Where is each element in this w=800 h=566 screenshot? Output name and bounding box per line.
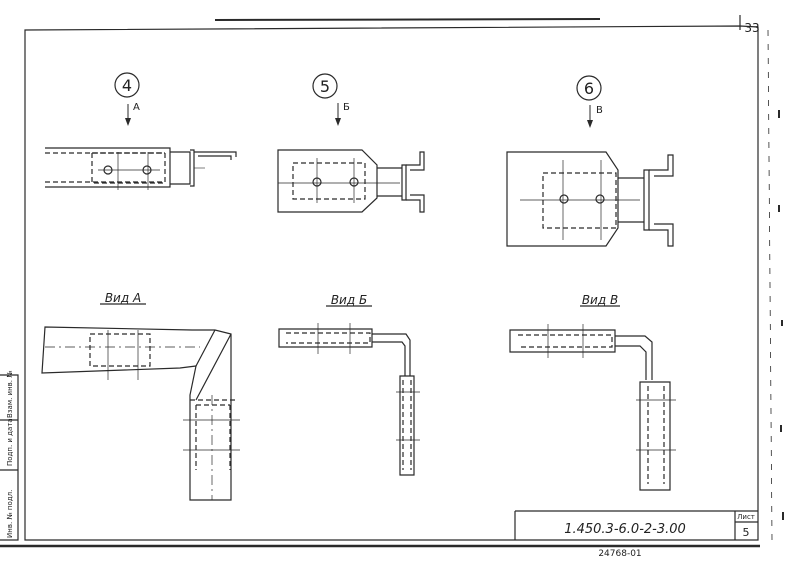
margin-stamp-cell-2: Подп. и дата <box>6 418 14 466</box>
drawing-designation: 1.450.3-6.0-2-3.00 <box>564 522 686 537</box>
margin-stamp-cell-3: Взам. инв. № <box>6 370 14 418</box>
detail-6-drawing <box>506 151 674 247</box>
detail-6-circle <box>576 75 602 101</box>
view-a-title: Вид А <box>105 291 141 305</box>
detail-4-drawing <box>45 147 237 190</box>
arrow-label-a: А <box>133 102 140 113</box>
detail-5-circle <box>312 73 338 99</box>
sheet-number: 5 <box>743 526 750 539</box>
view-a-drawing <box>41 326 240 501</box>
detail-4-number: 4 <box>122 76 132 95</box>
detail-5-drawing <box>277 149 425 213</box>
detail-5-number: 5 <box>320 77 330 96</box>
detail-4-circle <box>114 72 140 98</box>
view-v-drawing <box>509 324 676 491</box>
margin-stamp <box>0 374 19 541</box>
arrow-label-b: Б <box>343 102 350 113</box>
sheet-frame <box>24 25 759 541</box>
margin-stamp-cell-1: Инв. № подл. <box>6 490 14 538</box>
sheet-label: Лист <box>737 513 755 521</box>
view-b-drawing <box>278 323 420 476</box>
detail-6-number: 6 <box>584 79 594 98</box>
arrow-label-v: В <box>596 105 603 116</box>
title-block-frame <box>514 510 758 540</box>
view-v-title: Вид В <box>582 293 618 307</box>
view-arrows <box>127 103 591 124</box>
view-b-title: Вид Б <box>331 293 367 307</box>
stamp-below: 24768-01 <box>598 549 641 559</box>
page-number: 33 <box>744 21 759 35</box>
